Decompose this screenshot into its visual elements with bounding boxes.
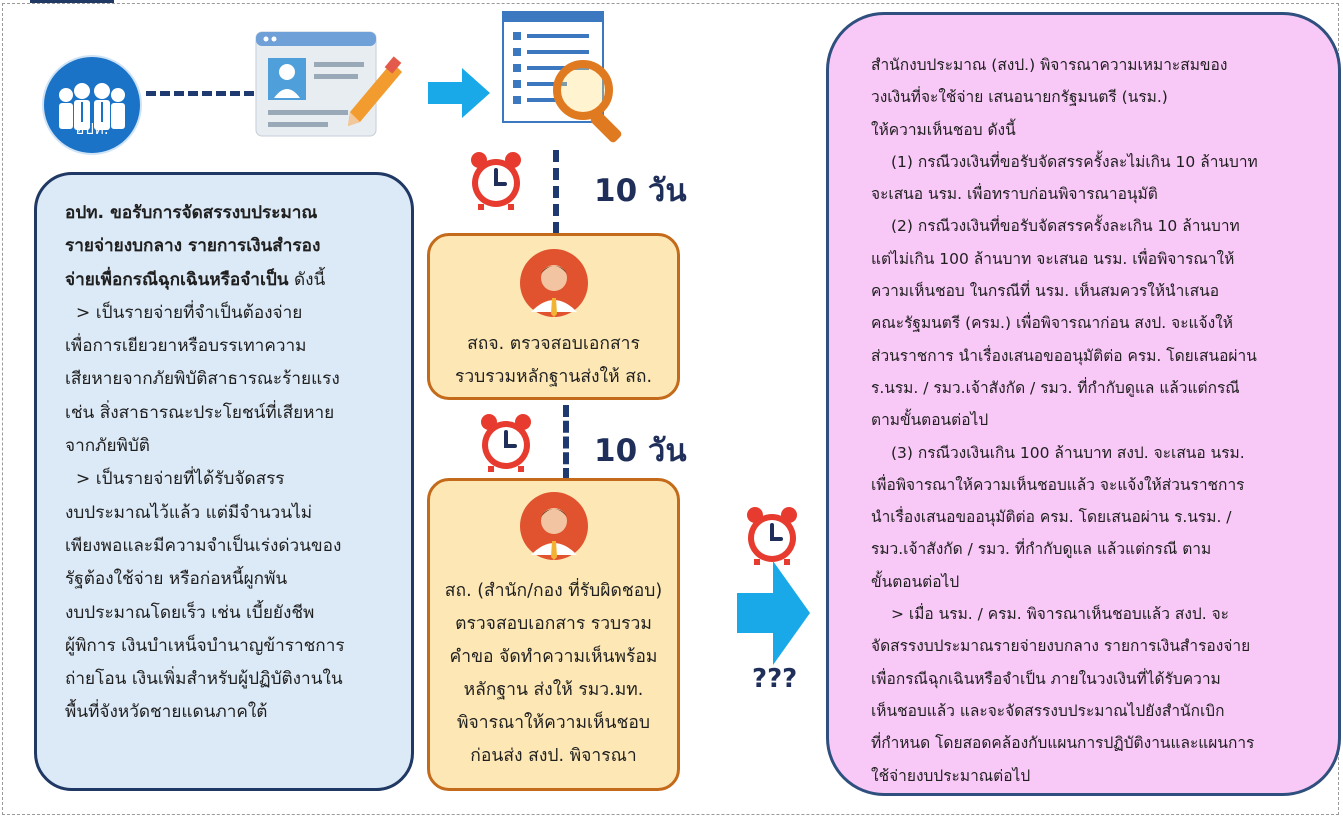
- left-box-heading: อปท. ขอรับการจัดสรรงบประมาณ รายจ่ายงบกลา…: [65, 197, 389, 297]
- body-line: ผู้พิการ เงินบำเหน็จบำนาญข้าราชการ: [65, 635, 345, 656]
- group-people-icon: อปท.: [42, 55, 142, 155]
- step-box-provincial: สถจ. ตรวจสอบเอกสาร รวบรวมหลักฐานส่งให้ ส…: [427, 233, 680, 400]
- rule-line: ตามขั้นตอนต่อไป: [871, 411, 989, 430]
- step-2-line: หลักฐาน ส่งให้ รมว.มท.: [463, 680, 644, 700]
- body-line: งบประมาณไว้แล้ว แต่มีจำนวนไม่: [65, 502, 313, 523]
- rule-line: รมว.เจ้าสังกัด / รมว. ที่กำกับดูแล แล้วแ…: [871, 540, 1212, 559]
- left-box-body: > เป็นรายจ่ายที่จำเป็นต้องจ่าย เพื่อการเ…: [65, 297, 389, 730]
- rule-line: (2) กรณีวงเงินที่ขอรับจัดสรรครั้งละเกิน …: [891, 217, 1240, 236]
- rule-line: (3) กรณีวงเงินเกิน 100 ล้านบาท สงป. จะเส…: [891, 443, 1245, 462]
- rule-line: ความเห็นชอบ ในกรณีที่ นรม. เห็นสมควรให้น…: [871, 282, 1220, 301]
- arrow-right-icon: [737, 561, 810, 665]
- timer-days-2: 10 วัน: [594, 433, 687, 469]
- body-line: จากภัยพิบัติ: [65, 436, 150, 457]
- step-1-line-1: สถจ. ตรวจสอบเอกสาร: [467, 334, 640, 354]
- alarm-clock-icon: [477, 412, 535, 472]
- rule-line: เห็นชอบแล้ว และจะจัดสรรงบประมาณไปยังสำนั…: [871, 701, 1225, 720]
- rule-line: ส่วนราชการ นำเรื่องเสนอขออนุมัติต่อ ครม.…: [871, 346, 1257, 365]
- body-line: > เป็นรายจ่ายที่ได้รับจัดสรร: [65, 469, 285, 490]
- profile-document-edit-icon: [254, 28, 404, 140]
- rule-line: เพื่อกรณีฉุกเฉินหรือจำเป็น ภายในวงเงินที…: [871, 669, 1221, 688]
- body-line: เพียงพอและมีความจำเป็นเร่งด่วนของ: [65, 535, 342, 556]
- step-box-department: สถ. (สำนัก/กอง ที่รับผิดชอบ) ตรวจสอบเอกส…: [427, 478, 680, 791]
- corner-accent: [30, 0, 114, 3]
- rule-line: > เมื่อ นรม. / ครม. พิจารณาเห็นชอบแล้ว ส…: [891, 605, 1230, 624]
- rule-line: นำเรื่องเสนอขออนุมัติต่อ ครม. โดยเสนอผ่า…: [871, 508, 1232, 527]
- unknown-duration-label: ???: [752, 664, 798, 694]
- body-line: พื้นที่จังหวัดชายแดนภาคใต้: [65, 702, 268, 723]
- heading-tail: ดังนี้: [288, 269, 326, 290]
- alarm-clock-icon: [743, 505, 801, 565]
- rule-line: เพื่อพิจารณาให้ความเห็นชอบแล้ว จะแจ้งให้…: [871, 475, 1245, 494]
- left-description-box: อปท. ขอรับการจัดสรรงบประมาณ รายจ่ายงบกลา…: [34, 172, 414, 791]
- officer-avatar-icon: [519, 491, 589, 561]
- checklist-magnifier-icon: [495, 10, 645, 145]
- intro-line: ให้ความเห็นชอบ ดังนี้: [871, 120, 1016, 139]
- body-line: เสียหายจากภัยพิบัติสาธารณะร้ายแรง: [65, 369, 340, 390]
- rule-line: แต่ไม่เกิน 100 ล้านบาท จะเสนอ นรม. เพื่อ…: [871, 249, 1235, 268]
- step-2-line: สถ. (สำนัก/กอง ที่รับผิดชอบ): [444, 581, 663, 601]
- step-2-line: ก่อนส่ง สงป. พิจารณา: [470, 746, 637, 766]
- intro-line: วงเงินที่จะใช้จ่าย เสนอนายกรัฐมนตรี (นรม…: [871, 88, 1168, 107]
- body-line: รัฐต้องใช้จ่าย หรือก่อหนี้ผูกพัน: [65, 569, 288, 590]
- intro-line: สำนักงบประมาณ (สงป.) พิจารณาความเหมาะสมข…: [871, 56, 1228, 74]
- rule-line: ร.นรม. / รมว.เจ้าสังกัด / รมว. ที่กำกับด…: [871, 378, 1240, 397]
- rule-line: ที่กำหนด โดยสอดคล้องกับแผนการปฏิบัติงานแ…: [871, 734, 1255, 753]
- arrow-right-icon: [428, 68, 490, 118]
- vertical-connector-1: [553, 150, 559, 234]
- rule-line: (1) กรณีวงเงินที่ขอรับจัดสรรครั้งละไม่เก…: [891, 152, 1258, 171]
- dashed-connector: [146, 91, 254, 96]
- step-1-line-2: รวบรวมหลักฐานส่งให้ สถ.: [454, 367, 653, 387]
- timer-days-1: 10 วัน: [594, 173, 687, 209]
- right-budget-bureau-box: สำนักงบประมาณ (สงป.) พิจารณาความเหมาะสมข…: [826, 12, 1341, 796]
- rule-line: จะเสนอ นรม. เพื่อทราบก่อนพิจารณาอนุมัติ: [871, 185, 1158, 204]
- heading-line-2: รายจ่ายงบกลาง รายการเงินสำรอง: [65, 236, 321, 257]
- vertical-connector-2: [563, 405, 569, 480]
- heading-line-3: จ่ายเพื่อกรณีฉุกเฉินหรือจำเป็น: [65, 269, 289, 290]
- body-line: ถ่ายโอน เงินเพิ่มสำหรับผู้ปฏิบัติงานใน: [65, 669, 343, 690]
- step-2-line: คำขอ จัดทำความเห็นพร้อม: [449, 647, 658, 667]
- officer-avatar-icon: [519, 248, 589, 318]
- alarm-clock-icon: [467, 150, 525, 210]
- group-label: อปท.: [75, 120, 109, 138]
- body-line: งบประมาณโดยเร็ว เช่น เบี้ยยังชีพ: [65, 602, 315, 623]
- step-2-line: พิจารณาให้ความเห็นชอบ: [456, 713, 651, 733]
- rule-line: คณะรัฐมนตรี (ครม.) เพื่อพิจารณาก่อน สงป.…: [871, 314, 1233, 333]
- rule-line: ใช้จ่ายงบประมาณต่อไป: [871, 766, 1031, 785]
- body-line: > เป็นรายจ่ายที่จำเป็นต้องจ่าย: [65, 302, 303, 323]
- step-2-line: ตรวจสอบเอกสาร รวบรวม: [455, 614, 652, 634]
- rule-line: ขั้นตอนต่อไป: [871, 572, 960, 591]
- body-line: เช่น สิ่งสาธารณะประโยชน์ที่เสียหาย: [65, 402, 335, 423]
- heading-line-1: อปท. ขอรับการจัดสรรงบประมาณ: [65, 203, 318, 223]
- body-line: เพื่อการเยียวยาหรือบรรเทาความ: [65, 336, 307, 357]
- rule-line: จัดสรรงบประมาณรายจ่ายงบกลาง รายการเงินสำ…: [871, 637, 1251, 656]
